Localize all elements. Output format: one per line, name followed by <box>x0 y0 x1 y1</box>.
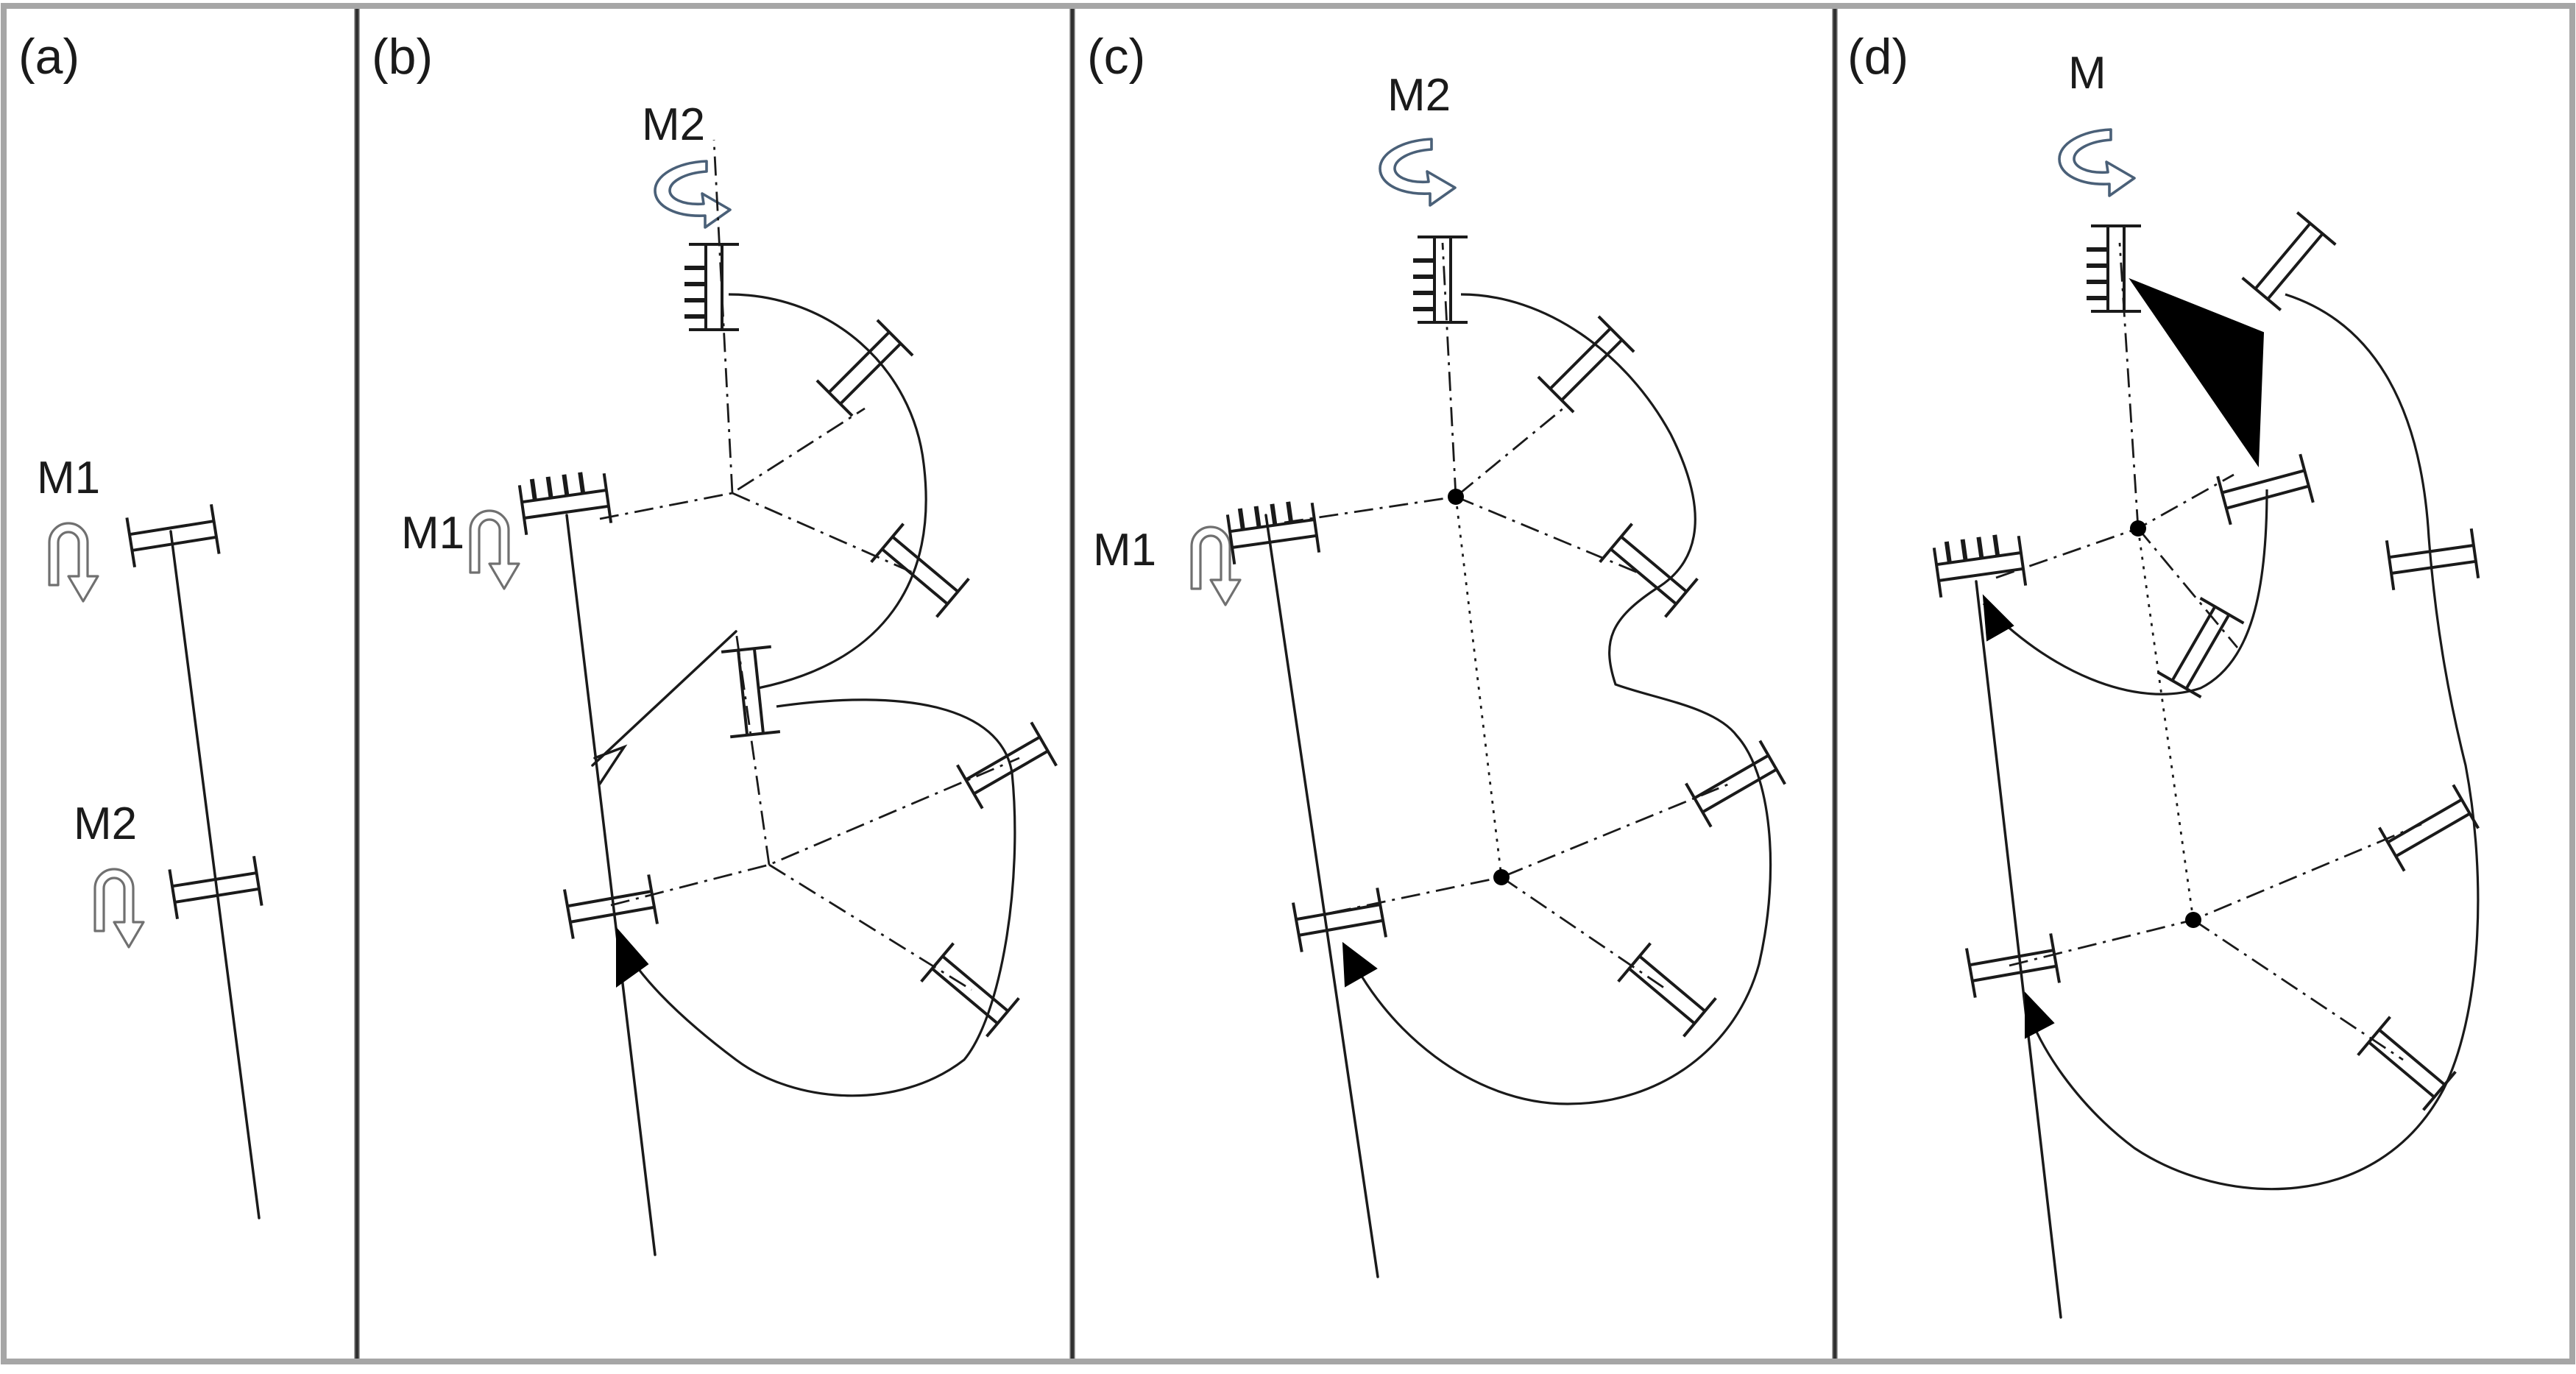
link-b-connector <box>591 630 737 767</box>
link-d-main <box>1975 580 2062 1319</box>
axis-c-vertical <box>1454 496 1503 878</box>
motor-label-c-m1: M1 <box>1093 525 1156 576</box>
joint-c-upper <box>1448 489 1464 505</box>
panel-label-c: (c) <box>1087 29 1145 85</box>
joint-d-lower <box>2185 912 2201 928</box>
panel-label-a: (a) <box>18 29 79 85</box>
panel-b: (b) M2 M1 <box>372 29 1058 1256</box>
panel-frames <box>1 3 2575 1364</box>
arc-d-outer <box>2026 293 2480 1191</box>
arc-c <box>1344 293 1772 1105</box>
joint-c-lower <box>1493 869 1510 885</box>
triangle-b-solid <box>616 927 649 988</box>
motor-label-b-m2: M2 <box>642 99 705 150</box>
triangle-d-upper <box>1982 594 2014 642</box>
panel-d: (d) M <box>1847 29 2480 1319</box>
arc-b-upper <box>728 293 927 690</box>
arc-b-lower <box>615 698 1016 1097</box>
motor-label-c-m2: M2 <box>1387 70 1451 121</box>
motor-label-b-m1: M1 <box>401 508 464 559</box>
panel-a: (a) M1 M2 <box>18 29 263 1219</box>
motor-label-d-m: M <box>2068 48 2106 99</box>
axis-b-lower <box>610 631 1020 991</box>
triangle-d-lower <box>2025 991 2055 1039</box>
motor-label-a-m1: M1 <box>37 453 100 503</box>
triangle-b-open <box>593 744 628 785</box>
link-a <box>169 530 261 1219</box>
motor-label-a-m2: M2 <box>74 798 137 849</box>
link-b-main <box>565 514 657 1256</box>
arc-d-inner <box>1982 489 2268 695</box>
panel-label-b: (b) <box>372 29 433 85</box>
panel-c: (c) M2 M1 <box>1087 29 1787 1278</box>
triangle-c-solid <box>1342 941 1378 988</box>
panel-label-d: (d) <box>1847 29 1908 85</box>
triangle-link-d <box>2129 277 2265 468</box>
joint-d-upper <box>2130 520 2146 537</box>
link-c-main <box>1264 514 1379 1278</box>
